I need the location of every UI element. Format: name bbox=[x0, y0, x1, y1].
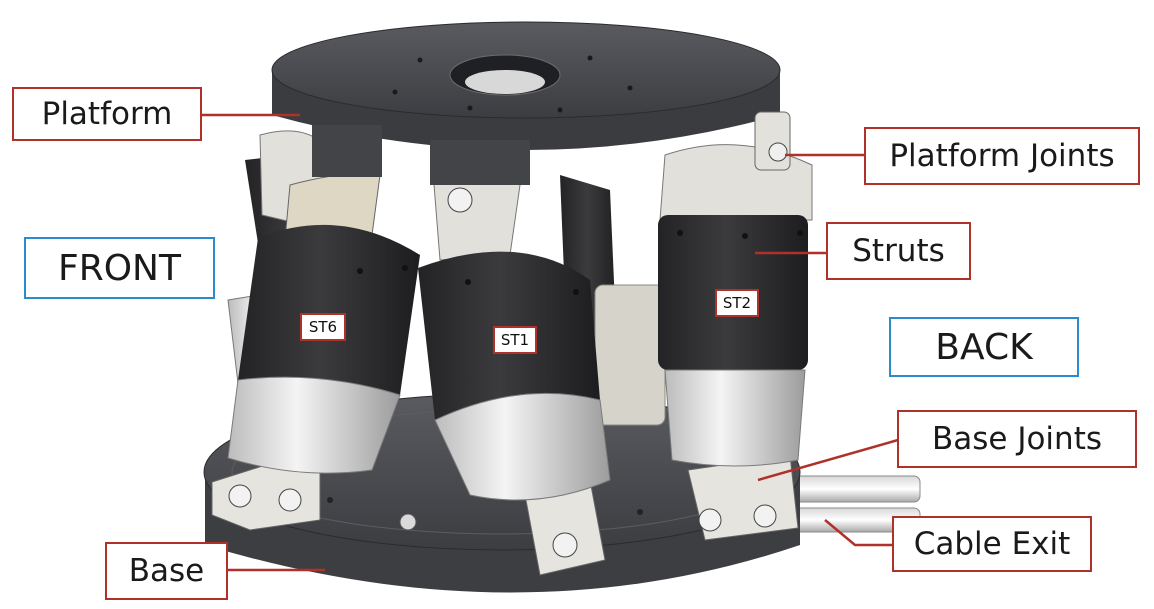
platform-joints-label: Platform Joints bbox=[864, 127, 1140, 185]
strut-tag-st6: ST6 bbox=[300, 313, 346, 341]
platform-label: Platform bbox=[12, 87, 202, 141]
back-label: BACK bbox=[889, 317, 1079, 377]
platform-art bbox=[271, 21, 791, 185]
strut-tag-st2: ST2 bbox=[715, 289, 759, 317]
strut-tag-st1: ST1 bbox=[493, 326, 537, 354]
cable-exit-label: Cable Exit bbox=[892, 516, 1092, 572]
strut-st6-art bbox=[227, 130, 420, 474]
leader-lines bbox=[202, 113, 899, 572]
struts-label: Struts bbox=[826, 222, 971, 280]
front-label: FRONT bbox=[24, 237, 215, 299]
base-joints-label: Base Joints bbox=[897, 410, 1137, 468]
base-label: Base bbox=[105, 542, 228, 600]
